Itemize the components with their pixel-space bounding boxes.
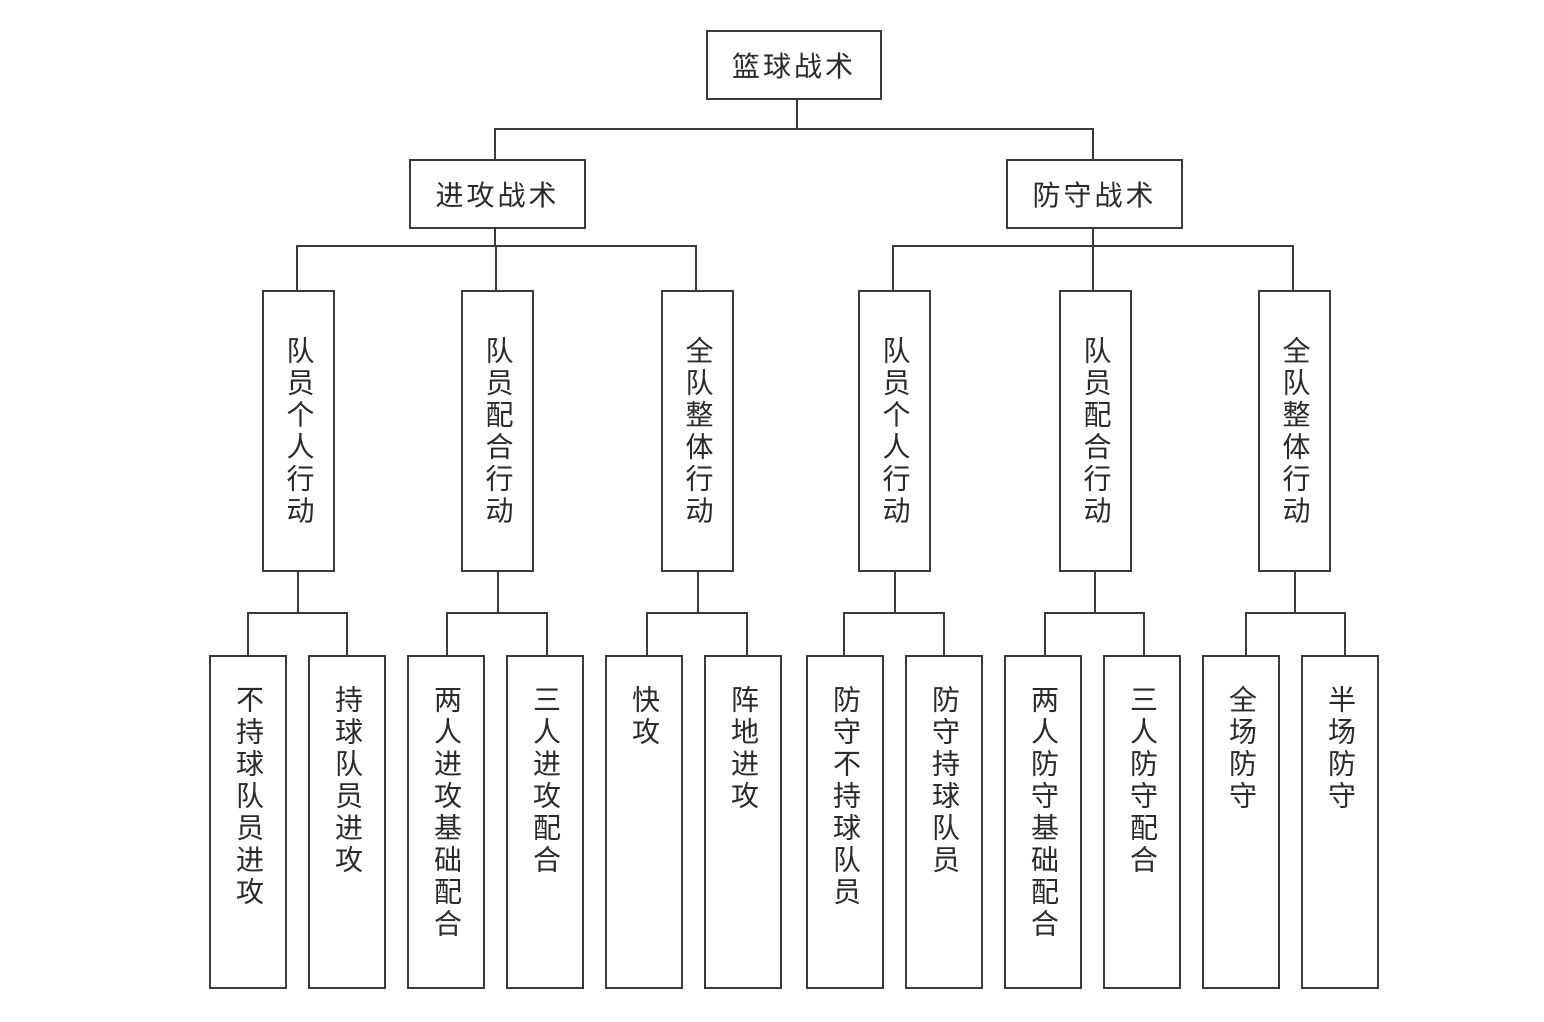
leaf-node: 不持球队员进攻: [209, 655, 287, 989]
leaf-node: 两人防守基础配合: [1004, 655, 1082, 989]
connector: [297, 570, 299, 614]
connector: [894, 570, 896, 614]
connector: [796, 98, 798, 130]
connector: [697, 570, 699, 614]
branch-defense: 防守战术: [1006, 159, 1183, 229]
connector: [247, 612, 249, 657]
branch-offense: 进攻战术: [409, 159, 586, 229]
offense-group-individual: 队员个人行动: [262, 290, 335, 572]
leaf-node: 三人进攻配合: [506, 655, 584, 989]
connector: [446, 612, 548, 614]
connector: [1092, 227, 1094, 247]
leaf-node: 防守不持球队员: [806, 655, 884, 989]
connector: [746, 612, 748, 657]
connector: [1294, 570, 1296, 614]
connector: [1143, 612, 1145, 657]
connector: [1044, 612, 1046, 657]
connector: [1245, 612, 1247, 657]
leaf-node: 三人防守配合: [1103, 655, 1181, 989]
connector: [1044, 612, 1145, 614]
connector: [695, 245, 697, 291]
connector: [446, 612, 448, 657]
connector: [346, 612, 348, 657]
leaf-node: 阵地进攻: [704, 655, 782, 989]
connector: [1292, 245, 1294, 291]
leaf-node: 全场防守: [1202, 655, 1280, 989]
connector: [843, 612, 845, 657]
leaf-node: 半场防守: [1301, 655, 1379, 989]
connector: [1245, 612, 1346, 614]
connector: [1344, 612, 1346, 657]
connector: [646, 612, 748, 614]
leaf-node: 防守持球队员: [905, 655, 983, 989]
root-node: 篮球战术: [706, 30, 882, 100]
connector: [843, 612, 945, 614]
connector: [495, 245, 497, 291]
offense-group-cooperation: 队员配合行动: [461, 290, 534, 572]
offense-group-team: 全队整体行动: [661, 290, 734, 572]
connector: [1092, 245, 1094, 291]
connector: [546, 612, 548, 657]
connector: [892, 245, 894, 291]
connector: [494, 227, 496, 247]
connector: [1092, 128, 1094, 161]
connector: [494, 128, 496, 161]
defense-group-cooperation: 队员配合行动: [1059, 290, 1132, 572]
connector: [1094, 570, 1096, 614]
defense-group-team: 全队整体行动: [1258, 290, 1331, 572]
connector: [247, 612, 348, 614]
leaf-node: 快攻: [605, 655, 683, 989]
defense-group-individual: 队员个人行动: [858, 290, 931, 572]
leaf-node: 持球队员进攻: [308, 655, 386, 989]
connector: [497, 570, 499, 614]
leaf-node: 两人进攻基础配合: [407, 655, 485, 989]
connector: [296, 245, 298, 291]
connector: [494, 128, 1094, 130]
connector: [943, 612, 945, 657]
connector: [646, 612, 648, 657]
